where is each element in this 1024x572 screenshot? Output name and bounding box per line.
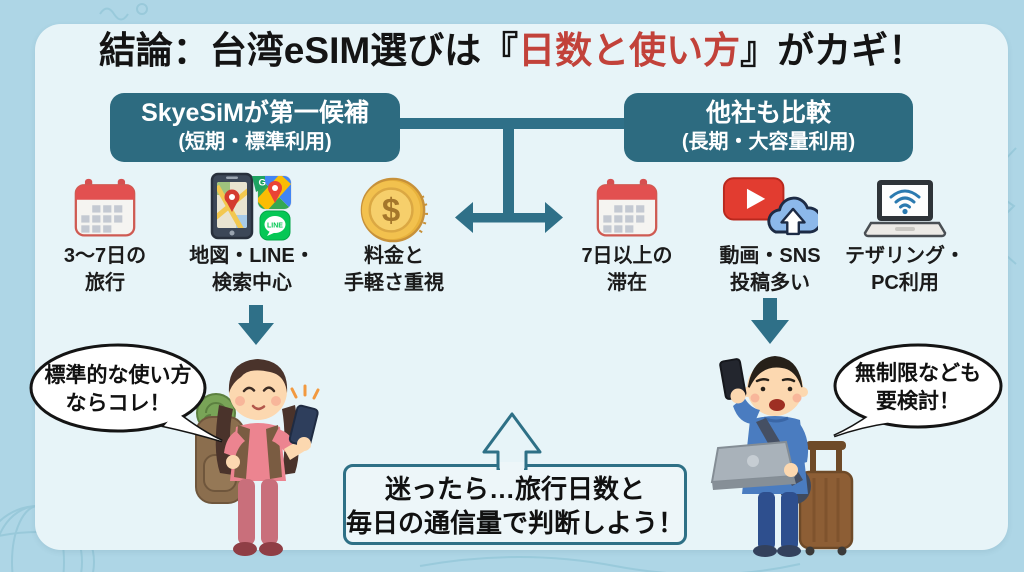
title-bracket-close: 』	[740, 30, 778, 71]
title-highlight: 日数と使い方	[518, 30, 741, 71]
branch-box-skyesim: SkyeSiMが第一候補 (短期・標準利用)	[110, 93, 400, 162]
down-arrow-left-icon	[238, 305, 274, 345]
calendar-icon	[74, 178, 136, 237]
up-arrow-icon	[482, 412, 542, 470]
label-long-stay: 7日以上の滞在	[581, 245, 673, 294]
traveler-woman-illustration	[195, 359, 320, 556]
label-tethering-pc: テザリング・PC利用	[845, 245, 965, 294]
branch-right-subtitle: (長期・大容量利用)	[681, 131, 856, 153]
google-maps-badge-icon: G	[252, 175, 292, 210]
down-arrow-right-icon	[751, 298, 789, 344]
bottom-advice-box: 迷ったら…旅行日数と毎日の通信量で判断しよう！	[343, 464, 687, 545]
title-prefix: 結論：台湾eSIM選びは	[98, 30, 482, 71]
arrow-left-head	[455, 202, 473, 233]
label-map-line-search: 地図・LINE・検索中心	[189, 245, 315, 294]
label-price-ease: 料金と手軽さ重視	[344, 245, 444, 294]
label-short-trip: 3〜7日の旅行	[63, 245, 147, 294]
dollar-coin-icon: $	[360, 177, 428, 243]
calendar-icon	[596, 178, 658, 237]
speech-bubble-left	[29, 343, 223, 443]
branch-right-title: 他社も比較	[705, 99, 831, 127]
arrow-right-head	[545, 202, 563, 233]
cloud-upload-icon	[767, 196, 818, 236]
wifi-icon	[889, 189, 921, 209]
speech-bubble-right	[833, 343, 1003, 438]
google-g-glyph: G	[259, 178, 266, 189]
line-label-glyph: LINE	[267, 223, 283, 230]
branch-connector	[396, 118, 628, 233]
line-app-badge-icon: LINE	[259, 210, 291, 241]
page-title: 結論：台湾eSIM選びは『日数と使い方』がカギ！	[0, 20, 1024, 74]
video-upload-icon	[722, 177, 818, 236]
phone-map-line-icon: G LINE	[210, 172, 292, 241]
speech-bubble-right-text: 無制限なども要検討！	[855, 362, 981, 413]
laptop-tethering-icon	[863, 180, 947, 238]
suitcase-icon	[798, 441, 854, 556]
branch-left-subtitle: (短期・標準利用)	[178, 131, 332, 153]
phone-sparkle-icon	[290, 384, 320, 400]
branch-box-others: 他社も比較 (長期・大容量利用)	[624, 93, 913, 162]
speech-bubble-left-text: 標準的な使い方ならコレ！	[44, 364, 192, 415]
dollar-glyph: $	[382, 192, 400, 229]
traveler-man-illustration	[710, 356, 854, 557]
branch-left-title: SkyeSiMが第一候補	[141, 99, 369, 127]
title-suffix: がカギ！	[777, 30, 926, 71]
title-bracket-open: 『	[481, 30, 519, 71]
